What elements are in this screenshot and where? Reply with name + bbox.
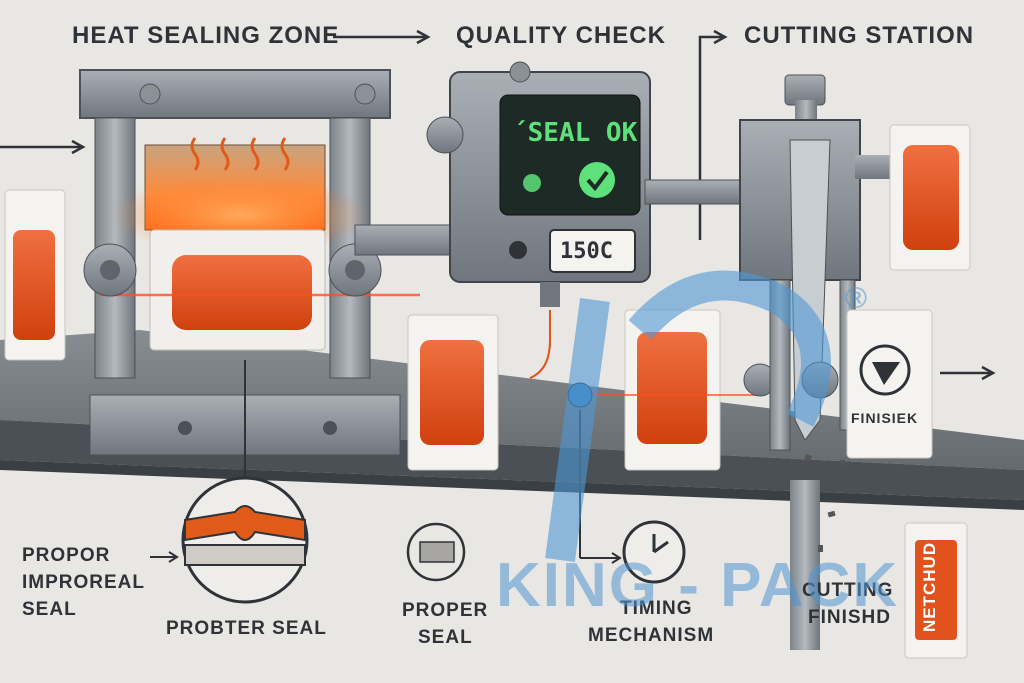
arrow-head-1: [416, 29, 431, 45]
temperature-readout: 150C: [560, 239, 613, 264]
arrow-head-3: [71, 139, 86, 155]
packet-cut: [889, 124, 971, 271]
cut-debris: [804, 454, 845, 552]
packet-proper-seal: [407, 314, 499, 471]
label-improreal: IMPROREAL: [22, 572, 145, 593]
heat-waves: [190, 137, 290, 171]
finished-packet-text: FINISIEK: [851, 410, 919, 426]
incoming-packet: [4, 189, 66, 361]
label-mechanism: MECHANISM: [588, 625, 715, 646]
label-cutting: CUTTING: [802, 580, 894, 601]
conveyor-leg: [790, 480, 820, 650]
watermark-brand: KING - PACK: [496, 551, 900, 620]
lcd-status-text: ´SEAL OK: [512, 118, 638, 148]
ketchup-packet-text: NETCHUD: [920, 541, 939, 632]
watermark-registered-mark: ®: [845, 282, 870, 315]
seal-detail-magnifier: [150, 360, 309, 604]
header-cutting-station: CUTTING STATION: [744, 22, 975, 49]
arrow-head-2: [713, 29, 728, 45]
label-probter-seal: PROBTER SEAL: [166, 618, 327, 639]
header-quality-check: QUALITY CHECK: [456, 22, 666, 49]
arrow-head-4: [981, 365, 996, 381]
heat-sealing-press: [79, 69, 456, 456]
header-heat-sealing-zone: HEAT SEALING ZONE: [72, 22, 340, 49]
label-proper: PROPER: [402, 600, 489, 621]
packet-sensor: [567, 309, 777, 471]
header-arrows: [0, 29, 996, 381]
label-propor: PROPOR: [22, 545, 111, 566]
watermark-emblem: [545, 270, 831, 563]
arrow-check-to-cutting: [698, 35, 722, 240]
conveyor-belt: [0, 330, 1024, 650]
proper-seal-icon: [406, 522, 466, 582]
label-seal: SEAL: [22, 599, 77, 620]
label-proper-seal: SEAL: [418, 627, 473, 648]
quality-check-unit: [426, 61, 776, 379]
packet-finished: [846, 309, 933, 459]
label-finishd: FINISHD: [808, 607, 891, 628]
packet-ketchup: [904, 522, 968, 659]
label-timing: TIMING: [620, 598, 693, 619]
